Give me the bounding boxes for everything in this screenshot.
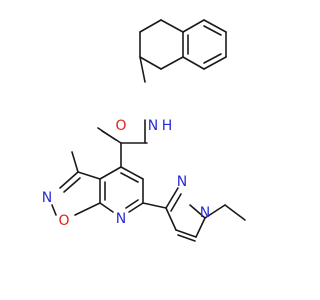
bond: [139, 56, 162, 70]
bond: [203, 19, 227, 33]
bond: [170, 193, 182, 212]
bond: [182, 56, 205, 70]
bond: [203, 56, 227, 70]
bond: [203, 53, 222, 64]
bond: [189, 204, 206, 219]
bond: [51, 204, 57, 216]
bond: [120, 172, 139, 183]
bond: [99, 166, 122, 180]
bond: [63, 177, 81, 193]
bond: [224, 204, 246, 221]
bond: [195, 217, 206, 238]
bond: [59, 171, 79, 189]
bond: [139, 19, 162, 33]
bond: [74, 202, 101, 216]
bond: [99, 202, 114, 213]
bond: [165, 207, 177, 231]
bond: [128, 202, 144, 213]
bond: [175, 229, 197, 238]
bond-layer: [51, 19, 246, 242]
bond: [77, 171, 101, 180]
atom-label-o-isoxazole: O: [58, 213, 69, 229]
atom-label-o-amide: O: [115, 118, 126, 134]
atom-label-n-pyrazole-1: N: [200, 205, 210, 221]
bond: [142, 202, 167, 209]
bond: [139, 56, 146, 83]
bond: [125, 199, 139, 209]
bond: [97, 127, 117, 141]
bond: [177, 234, 196, 242]
atom-label-n-amide: N: [148, 118, 158, 134]
bond: [160, 56, 184, 70]
atom-label-n-pyrazole-2: N: [177, 174, 187, 190]
bond: [120, 166, 144, 180]
bond: [182, 19, 205, 33]
bond: [204, 204, 226, 219]
atom-label-layer: O N H N O N N N: [42, 118, 210, 229]
atom-label-h-amide: H: [162, 118, 173, 134]
bond: [160, 19, 184, 33]
bond: [165, 187, 179, 209]
molecule-structure: O N H N O N N N: [42, 19, 246, 242]
bond: [71, 151, 79, 173]
bond: [203, 25, 222, 36]
atom-label-n-isoxazole: N: [42, 190, 52, 206]
atom-label-n-pyridine: N: [116, 211, 126, 227]
